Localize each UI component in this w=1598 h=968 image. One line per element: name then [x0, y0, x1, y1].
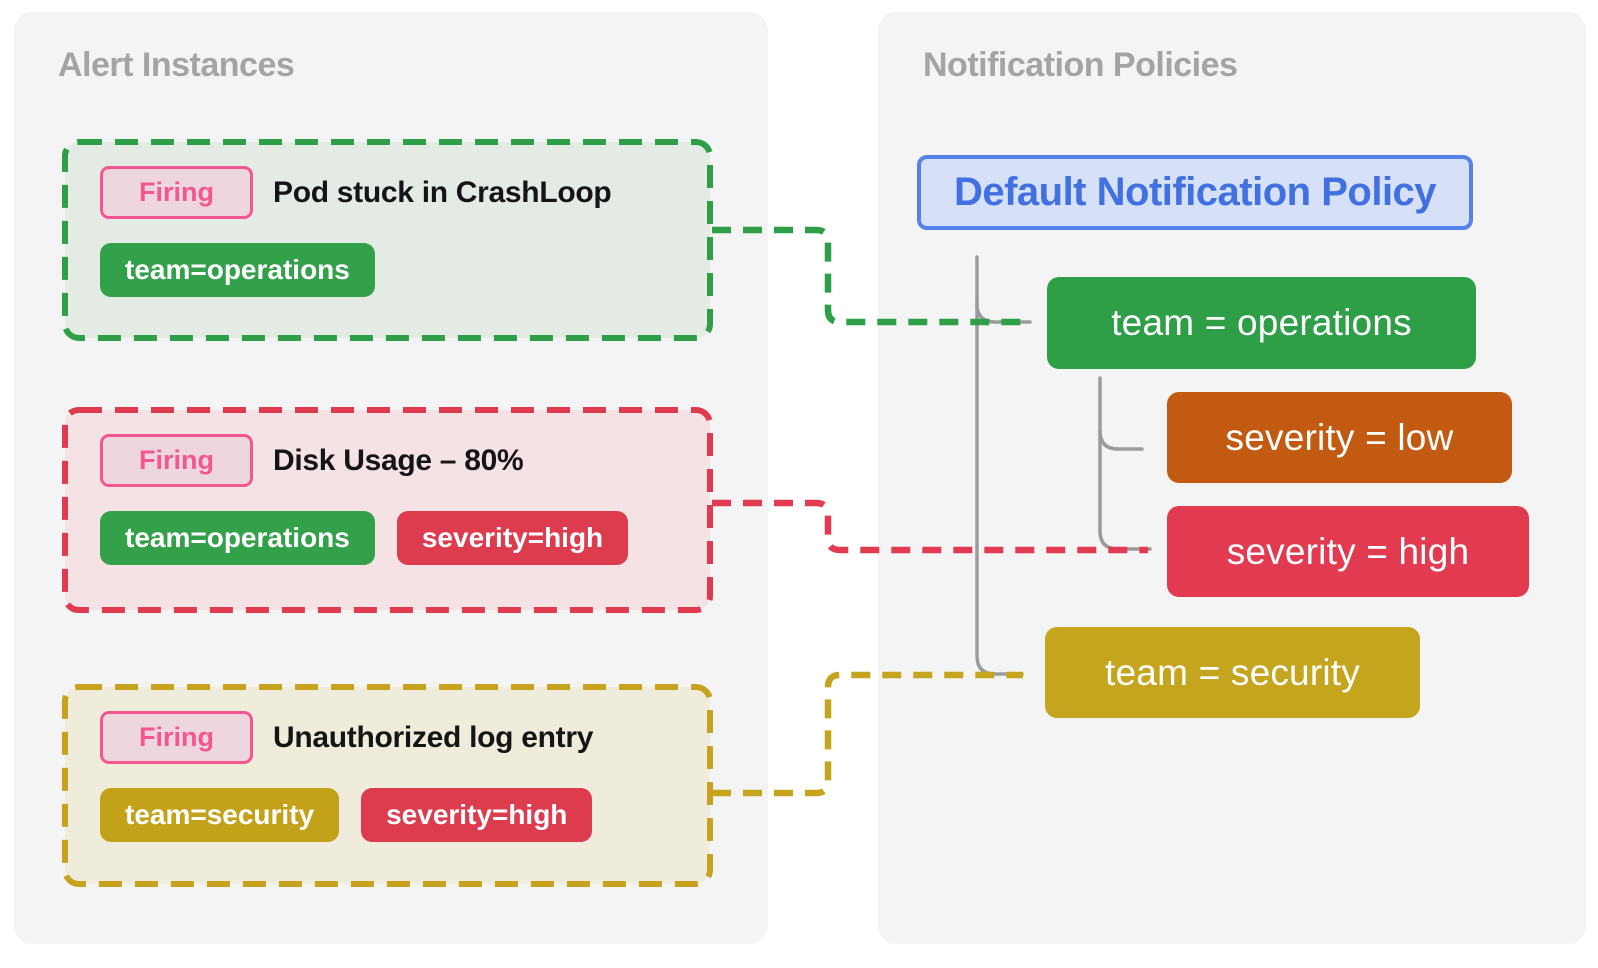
alert-title: Unauthorized log entry — [273, 720, 594, 754]
alert-header-row: Firing Disk Usage – 80% — [100, 434, 710, 487]
firing-badge: Firing — [100, 711, 253, 764]
policy-node-severity-low: severity = low — [1167, 392, 1512, 483]
alert-card-unauthorized-log: Firing Unauthorized log entry team=secur… — [65, 687, 710, 884]
policy-node-team-operations: team = operations — [1047, 277, 1476, 369]
label-pill-severity-high: severity=high — [396, 511, 629, 565]
alert-card-disk-usage: Firing Disk Usage – 80% team=operations … — [65, 410, 710, 610]
alert-card-crashloop: Firing Pod stuck in CrashLoop team=opera… — [65, 142, 710, 338]
notification-policies-heading: Notification Policies — [923, 46, 1238, 84]
policy-node-team-security: team = security — [1045, 627, 1420, 718]
alert-title: Disk Usage – 80% — [273, 443, 524, 477]
label-pill-severity-high: severity=high — [361, 788, 593, 842]
label-pill-team-operations: team=operations — [100, 243, 375, 297]
alert-labels-row: team=security severity=high — [100, 788, 710, 842]
policy-node-severity-high: severity = high — [1167, 506, 1529, 597]
alert-header-row: Firing Unauthorized log entry — [100, 711, 710, 764]
firing-badge: Firing — [100, 434, 253, 487]
default-notification-policy-box: Default Notification Policy — [917, 155, 1473, 230]
alert-title: Pod stuck in CrashLoop — [273, 175, 612, 209]
alert-labels-row: team=operations — [100, 243, 710, 297]
firing-badge: Firing — [100, 166, 253, 219]
label-pill-team-operations: team=operations — [100, 511, 375, 565]
label-pill-team-security: team=security — [100, 788, 340, 842]
alert-instances-heading: Alert Instances — [58, 46, 295, 84]
alert-labels-row: team=operations severity=high — [100, 511, 710, 565]
alert-header-row: Firing Pod stuck in CrashLoop — [100, 166, 710, 219]
